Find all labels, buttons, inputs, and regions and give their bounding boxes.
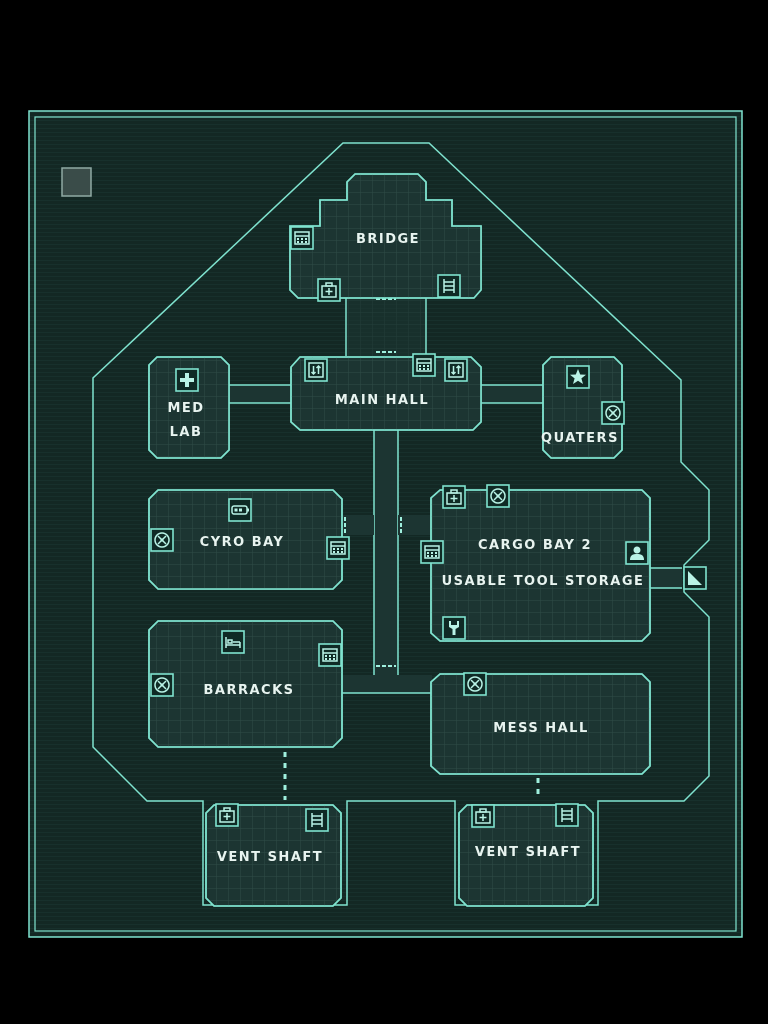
ship-hull-outline	[92, 142, 710, 906]
ladder-icon[interactable]	[555, 803, 579, 827]
person-icon[interactable]	[625, 541, 649, 565]
medkit-icon[interactable]	[215, 803, 239, 827]
corridors	[229, 298, 682, 800]
star-icon[interactable]	[566, 365, 590, 389]
wrench-icon[interactable]	[442, 616, 466, 640]
vent-fan-icon[interactable]	[486, 484, 510, 508]
map-corner-button[interactable]	[61, 167, 92, 197]
elevator-icon[interactable]	[444, 358, 468, 382]
room-label-lab: LAB	[170, 425, 203, 440]
first-aid-icon[interactable]	[175, 368, 199, 392]
medkit-icon[interactable]	[442, 485, 466, 509]
room-label-bridge: BRIDGE	[356, 232, 420, 247]
medkit-icon[interactable]	[317, 278, 341, 302]
medkit-icon[interactable]	[471, 804, 495, 828]
computer-terminal-icon[interactable]	[420, 540, 444, 564]
computer-terminal-icon[interactable]	[412, 353, 436, 377]
room-label-vent-shaft-left: VENT SHAFT	[217, 850, 323, 865]
computer-terminal-icon[interactable]	[290, 226, 314, 250]
room-label-cyro-bay: CYRO BAY	[200, 535, 285, 550]
room-label-barracks: BARRACKS	[203, 683, 294, 698]
bed-icon[interactable]	[221, 630, 245, 654]
room-sublabel-tool-storage: USABLE TOOL STORAGE	[442, 574, 645, 589]
vent-fan-icon[interactable]	[463, 672, 487, 696]
room-label-quarters: QUATERS	[541, 431, 619, 446]
room-label-vent-shaft-right: VENT SHAFT	[475, 845, 581, 860]
vent-fan-icon[interactable]	[601, 401, 625, 425]
ladder-icon[interactable]	[305, 808, 329, 832]
vent-fan-icon[interactable]	[150, 673, 174, 697]
computer-terminal-icon[interactable]	[318, 643, 342, 667]
exit-ramp-icon[interactable]	[683, 566, 707, 590]
battery-icon[interactable]	[228, 498, 252, 522]
vent-fan-icon[interactable]	[150, 528, 174, 552]
elevator-icon[interactable]	[304, 358, 328, 382]
room-label-cargo-bay: CARGO BAY 2	[478, 538, 592, 553]
ladder-icon[interactable]	[437, 274, 461, 298]
computer-terminal-icon[interactable]	[326, 536, 350, 560]
room-label-main-hall: MAIN HALL	[335, 393, 429, 408]
room-label-mess-hall: MESS HALL	[493, 721, 589, 736]
room-label-med: MED	[167, 401, 204, 416]
